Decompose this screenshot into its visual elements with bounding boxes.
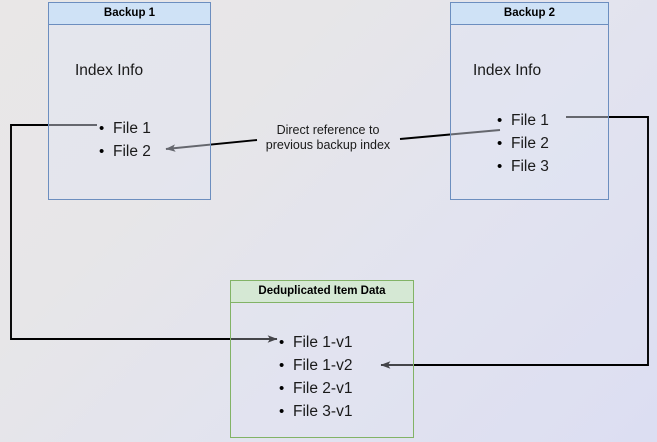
list-item: File 2 [99, 140, 151, 163]
edge-reference-label-line-2: previous backup index [265, 138, 391, 152]
backup-1-index-info-label: Index Info [75, 62, 144, 79]
node-backup-1-body: Index Info File 1 File 2 [49, 25, 210, 199]
node-deduplicated-item-data[interactable]: Deduplicated Item Data File 1-v1 File 1-… [230, 280, 414, 438]
list-item: File 1-v2 [279, 354, 352, 377]
edge-reference-label: Direct reference to previous backup inde… [258, 123, 398, 153]
node-backup-2-header: Backup 2 [451, 3, 608, 25]
node-dedup-header: Deduplicated Item Data [231, 281, 413, 303]
list-item: File 3-v1 [279, 400, 352, 423]
node-dedup-body: File 1-v1 File 1-v2 File 2-v1 File 3-v1 [231, 303, 413, 437]
list-item: File 2 [497, 132, 549, 155]
edge-reference-label-line-1: Direct reference to [276, 123, 380, 137]
node-backup-1-header: Backup 1 [49, 3, 210, 25]
backup-2-index-info-label: Index Info [473, 62, 542, 79]
node-backup-2[interactable]: Backup 2 Index Info File 1 File 2 File 3 [450, 2, 609, 200]
node-backup-1[interactable]: Backup 1 Index Info File 1 File 2 [48, 2, 211, 200]
list-item: File 1 [497, 109, 549, 132]
dedup-file-list: File 1-v1 File 1-v2 File 2-v1 File 3-v1 [279, 331, 352, 423]
list-item: File 3 [497, 155, 549, 178]
list-item: File 1-v1 [279, 331, 352, 354]
list-item: File 2-v1 [279, 377, 352, 400]
backup-1-file-list: File 1 File 2 [99, 117, 151, 163]
list-item: File 1 [99, 117, 151, 140]
backup-2-file-list: File 1 File 2 File 3 [497, 109, 549, 178]
node-backup-2-body: Index Info File 1 File 2 File 3 [451, 25, 608, 199]
